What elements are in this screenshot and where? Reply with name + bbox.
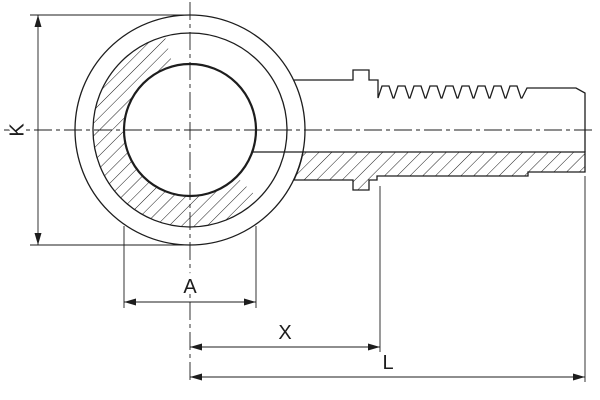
- hose-stem: [252, 69, 586, 191]
- stem-top-profile: [294, 69, 586, 152]
- eye-middle-circle: [92, 32, 288, 228]
- dimension-A: A: [123, 226, 257, 308]
- banjo-eye: [74, 14, 306, 246]
- dimension-K: K: [4, 14, 186, 246]
- dimension-label-k: K: [6, 123, 28, 137]
- dimension-label-a: A: [183, 276, 197, 298]
- ring-cross-section-hatch: [93, 36, 259, 227]
- eye-outer-circle: [74, 14, 306, 246]
- dimensions: K A X L: [4, 14, 586, 382]
- stem-cross-section-hatch: [252, 151, 586, 191]
- dimension-L: L: [190, 176, 586, 382]
- dimension-label-l: L: [382, 352, 393, 374]
- dimension-X: X: [190, 186, 381, 352]
- eye-bore-circle: [122, 62, 258, 198]
- dimension-label-x: X: [278, 322, 291, 344]
